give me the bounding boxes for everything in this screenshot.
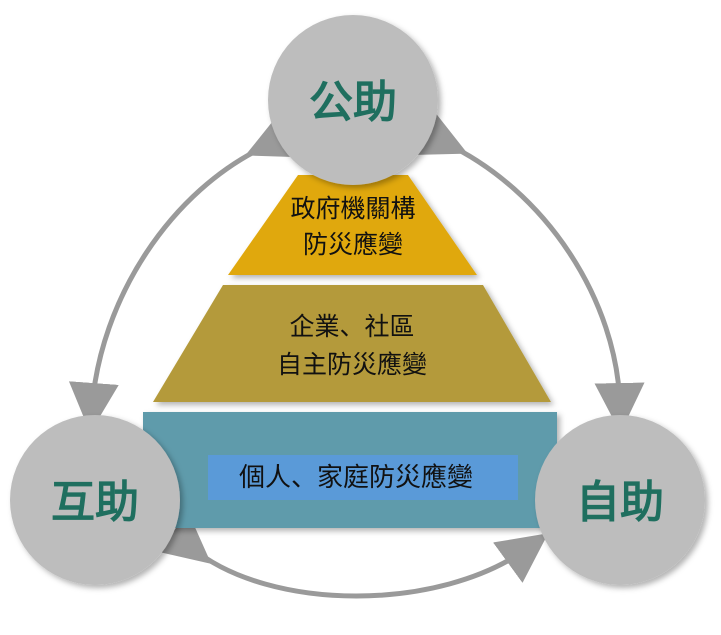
tier-bottom-label-bg: [208, 455, 518, 500]
arrow-top-left: [68, 111, 302, 433]
tier-top-shape: [228, 175, 477, 275]
tier-middle-line2: 自主防災應變: [277, 350, 427, 379]
tier-bottom-label: 個人、家庭防災應變: [239, 463, 473, 493]
node-left: 互助: [10, 415, 180, 585]
node-top: 公助: [268, 15, 438, 185]
tier-top-line2: 防災應變: [303, 230, 403, 259]
tier-top-line1: 政府機關構: [290, 194, 415, 223]
arrow-left-right: [156, 512, 549, 599]
tier-middle-line1: 企業、社區: [289, 312, 414, 341]
node-top-label: 公助: [309, 77, 397, 128]
node-right-label: 自助: [576, 477, 664, 528]
node-right: 自助: [535, 415, 705, 585]
arrow-top-right: [411, 109, 645, 433]
node-left-label: 互助: [51, 477, 139, 528]
tier-middle-shape: [153, 285, 551, 402]
